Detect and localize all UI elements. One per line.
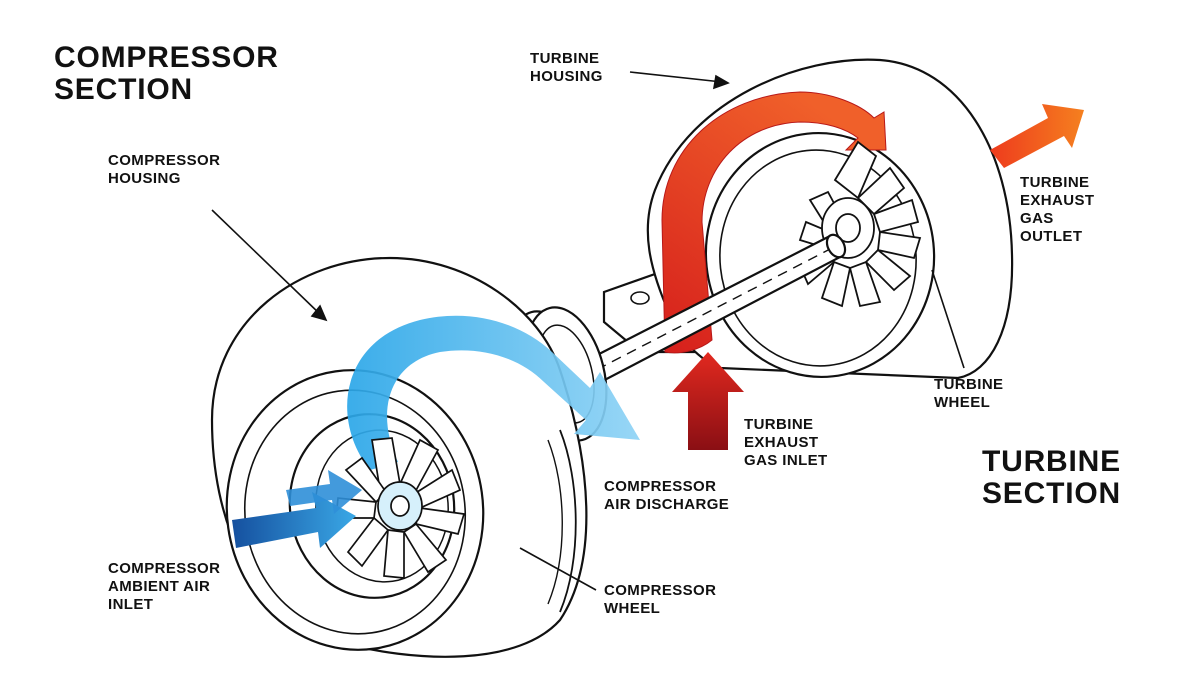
compressor-ambient-air-inlet-label: COMPRESSOR AMBIENT AIR INLET [108,560,221,613]
turbine-exhaust-gas-outlet-label: TURBINE EXHAUST GAS OUTLET [1020,174,1095,245]
hot-gas-inlet-arrow [672,352,744,450]
turbine-section-title: TURBINE SECTION [982,445,1121,510]
compressor-section-title: COMPRESSOR SECTION [54,41,279,106]
turbine-wheel [798,140,922,308]
compressor-housing [210,256,588,658]
leader-lines [211,71,965,591]
ambient-air-inlet-arrow [232,470,362,548]
compressor-air-flow-arrow [347,315,640,470]
compressor-wheel-label: COMPRESSOR WHEEL [604,582,717,617]
hot-gas-flow-arrow [661,91,887,354]
turbine-exhaust-gas-inlet-label: TURBINE EXHAUST GAS INLET [744,416,828,469]
turbine-wheel-label: TURBINE WHEEL [934,376,1004,411]
turbine-housing-label: TURBINE HOUSING [530,50,603,85]
exhaust-outlet-arrow [990,104,1084,168]
compressor-housing-label: COMPRESSOR HOUSING [108,152,221,187]
compressor-air-discharge-label: COMPRESSOR AIR DISCHARGE [604,478,730,513]
compressor-wheel [335,437,466,579]
